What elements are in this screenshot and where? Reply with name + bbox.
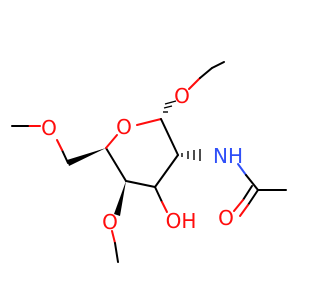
wedge-bond-c5-c6: [67, 148, 106, 166]
bond-c4-o-methyl: [111, 230, 116, 244]
carbonyl-oxygen-label: O: [218, 206, 234, 230]
bond-carbonyl-double-2: [242, 185, 253, 201]
bond-c6-o: [61, 149, 69, 164]
molecule-structure: O O NH O OH O O: [11, 61, 287, 263]
bond-c4-c5: [105, 147, 127, 182]
bond-carbonyl-double-1: [247, 189, 259, 206]
bond-n-carbonyl-c2: [245, 174, 259, 191]
pyranose-ring: [105, 118, 179, 188]
hydroxyl-label: OH: [166, 209, 197, 233]
hash-bond-c1-o: [163, 100, 177, 113]
bond-c6-o-red: [56, 139, 63, 151]
bond-anomeric-o-methyl: [188, 77, 201, 90]
wedge-bond-c4-o: [114, 181, 126, 216]
bond-carbonyl-double-1b: [239, 204, 249, 217]
c6-methoxy-oxygen-label: O: [41, 116, 57, 140]
bond-c3-oh: [154, 186, 163, 203]
c4-methoxy-oxygen-label: O: [102, 210, 118, 234]
nh-label: NH: [213, 144, 243, 168]
bond-carbonyl-double-2b: [233, 199, 244, 212]
hash-bond-c2-n: [181, 149, 201, 161]
bond-c1-ring-o: [136, 118, 162, 126]
bond-c3-c4: [125, 180, 156, 188]
bond-c3-oh-red: [161, 201, 168, 213]
bond-anomeric-methyl: [199, 67, 213, 79]
bond-anomeric-methyl-end: [211, 61, 225, 69]
bond-c1-c2: [160, 118, 179, 156]
bond-c2-c3: [154, 154, 179, 188]
bond-c4-methyl: [114, 242, 119, 263]
atom-labels: O O NH O OH O O: [41, 84, 243, 234]
anomeric-methoxy-oxygen-label: O: [174, 84, 190, 108]
substituent-bonds: [11, 61, 287, 263]
bond-c5-ring-o: [105, 134, 118, 149]
bond-n-carbonyl-c: [237, 163, 247, 176]
ring-oxygen-label: O: [116, 115, 132, 139]
